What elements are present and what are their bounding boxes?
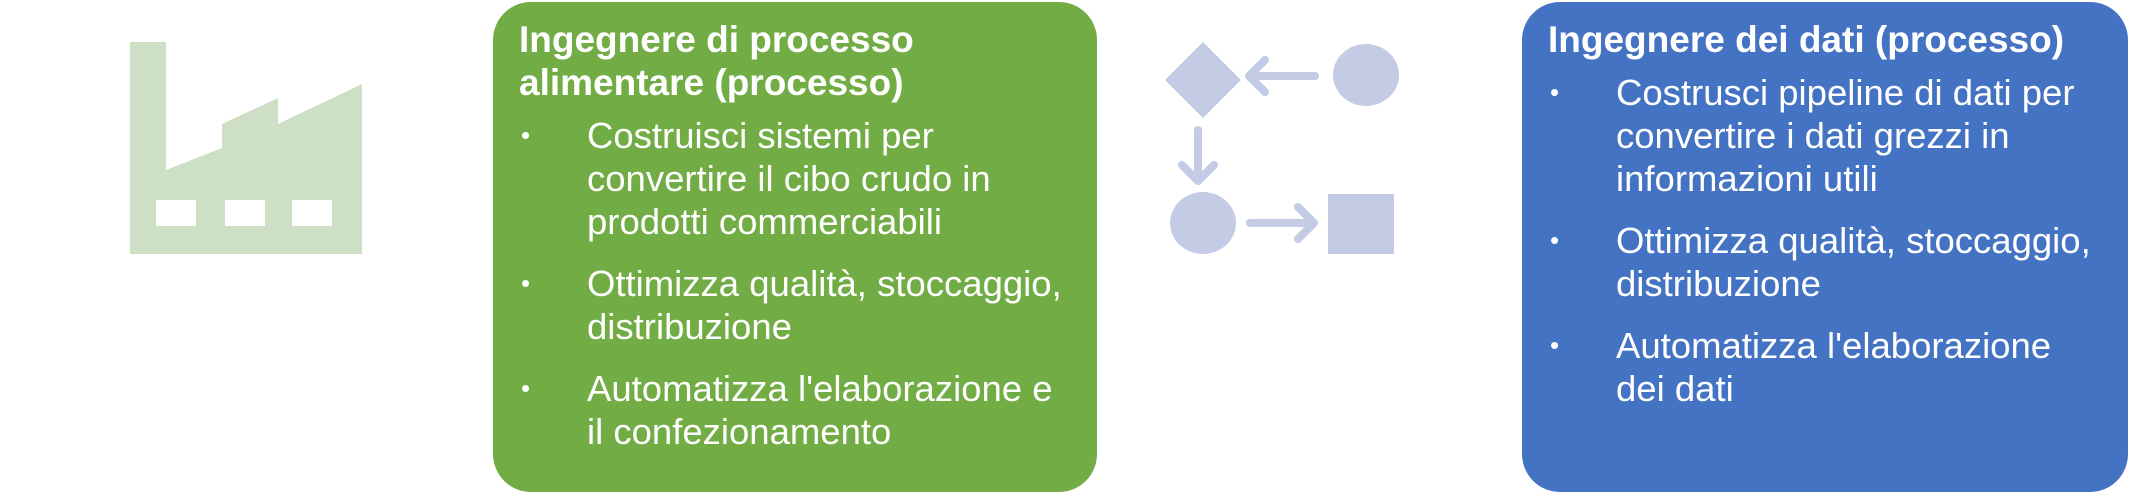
factory-icon-graphic: [130, 42, 362, 254]
circle-shape-icon: [1333, 44, 1399, 106]
bullet-dot: •: [521, 268, 531, 298]
bullet-dot: •: [1550, 77, 1560, 107]
process-flow-icon-graphic: [1165, 42, 1399, 254]
bullet-item: • Costrusci pipeline di dati per convert…: [1548, 71, 2098, 200]
bullet-item: • Costruisci sistemi per convertire il c…: [519, 114, 1067, 243]
bullet-text: Automatizza l'elaborazione e il confezio…: [587, 368, 1053, 452]
bullet-dot: •: [1550, 330, 1560, 360]
bullet-dot: •: [521, 373, 531, 403]
data-engineer-bullets: • Costrusci pipeline di dati per convert…: [1548, 71, 2098, 410]
bullet-text: Automatizza l'elaborazione dei dati: [1616, 325, 2052, 409]
bullet-text: Costrusci pipeline di dati per convertir…: [1616, 72, 2075, 199]
bullet-dot: •: [521, 120, 531, 150]
food-process-engineer-card: Ingegnere di processo alimentare (proces…: [493, 2, 1097, 492]
data-engineer-title: Ingegnere dei dati (processo): [1548, 19, 2065, 60]
bullet-item: • Automatizza l'elaborazione e il confez…: [519, 367, 1067, 453]
data-engineer-card: Ingegnere dei dati (processo) • Costrusc…: [1522, 2, 2128, 492]
bullet-text: Ottimizza qualità, stoccaggio, distribuz…: [587, 263, 1062, 347]
bullet-item: • Ottimizza qualità, stoccaggio, distrib…: [1548, 219, 2098, 305]
bullet-item: • Automatizza l'elaborazione dei dati: [1548, 324, 2098, 410]
food-process-engineer-bullets: • Costruisci sistemi per convertire il c…: [519, 114, 1067, 453]
food-process-engineer-title: Ingegnere di processo alimentare (proces…: [519, 19, 914, 103]
process-flow-icon: [1165, 42, 1405, 262]
bullet-item: • Ottimizza qualità, stoccaggio, distrib…: [519, 262, 1067, 348]
bullet-text: Costruisci sistemi per convertire il cib…: [587, 115, 991, 242]
diamond-shape-icon: [1165, 42, 1241, 118]
circle-shape-icon: [1170, 192, 1236, 254]
factory-icon: [130, 42, 362, 254]
square-shape-icon: [1328, 194, 1394, 254]
bullet-dot: •: [1550, 225, 1560, 255]
bullet-text: Ottimizza qualità, stoccaggio, distribuz…: [1616, 220, 2091, 304]
